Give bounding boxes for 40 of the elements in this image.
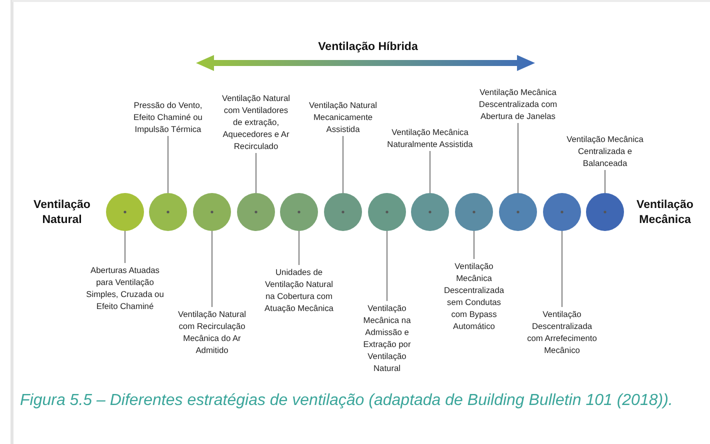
strategy-label: Ventilação Mecânica Descentralizada com Abertura de Janelas — [470, 86, 566, 122]
leader-line — [429, 151, 431, 193]
strategy-label: Ventilação Mecânica na Admissão e Extração por Ventilação Natural — [354, 302, 420, 374]
axis-label: Ventilação Natural — [32, 198, 92, 228]
strategy-circle — [543, 193, 581, 231]
strategy-label: Ventilação Natural com Recirculação Mecânica do Ar Admitido — [175, 308, 249, 356]
strategy-circle — [280, 193, 318, 231]
strategy-circle — [411, 193, 449, 231]
strategy-label: Ventilação Descentralizada com Arrefecimento Mecânico — [526, 308, 598, 356]
leader-line — [473, 231, 475, 259]
leader-line — [211, 231, 213, 307]
strategy-circle — [368, 193, 406, 231]
strategy-label: Aberturas Atuadas para Ventilação Simples, Cruzada ou Efeito Chaminé — [85, 264, 165, 312]
strategy-circle — [106, 193, 144, 231]
strategy-circle — [149, 193, 187, 231]
strategy-circle — [499, 193, 537, 231]
leader-line — [124, 231, 126, 263]
leader-line — [386, 231, 388, 301]
strategy-circle — [586, 193, 624, 231]
heading: Ventilação Híbrida — [317, 40, 419, 55]
strategy-circle — [193, 193, 231, 231]
leader-line — [517, 123, 519, 193]
strategy-label: Ventilação Mecânica Descentralizada sem Condutas com Bypass Automático — [442, 260, 506, 332]
strategy-label: Pressão do Vento, Efeito Chaminé ou Impulsão Térmica — [127, 99, 209, 135]
leader-line — [604, 170, 606, 193]
strategy-label: Ventilação Natural Mecanicamente Assistida — [299, 99, 387, 135]
leader-line — [298, 231, 300, 265]
figure-caption: Figura 5.5 – Diferentes estratégias de ventilação (adaptada de Building Bulletin 101 (2018)). — [20, 392, 674, 409]
strategy-circle — [237, 193, 275, 231]
axis-label: Ventilação Mecânica — [636, 198, 694, 228]
strategy-label: Ventilação Natural com Ventiladores de extração, Aquecedores e Ar Recirculado — [219, 92, 293, 152]
strategy-circle — [324, 193, 362, 231]
leader-line — [561, 231, 563, 307]
strategy-label: Ventilação Mecânica Centralizada e Balanceada — [560, 133, 650, 169]
leader-line — [342, 136, 344, 193]
leader-line — [255, 153, 257, 193]
strategy-label: Unidades de Ventilação Natural na Cobertura com Atuação Mecânica — [263, 266, 335, 314]
strategy-circle — [455, 193, 493, 231]
strategy-label: Ventilação Mecânica Naturalmente Assistida — [385, 126, 475, 150]
leader-line — [167, 136, 169, 193]
